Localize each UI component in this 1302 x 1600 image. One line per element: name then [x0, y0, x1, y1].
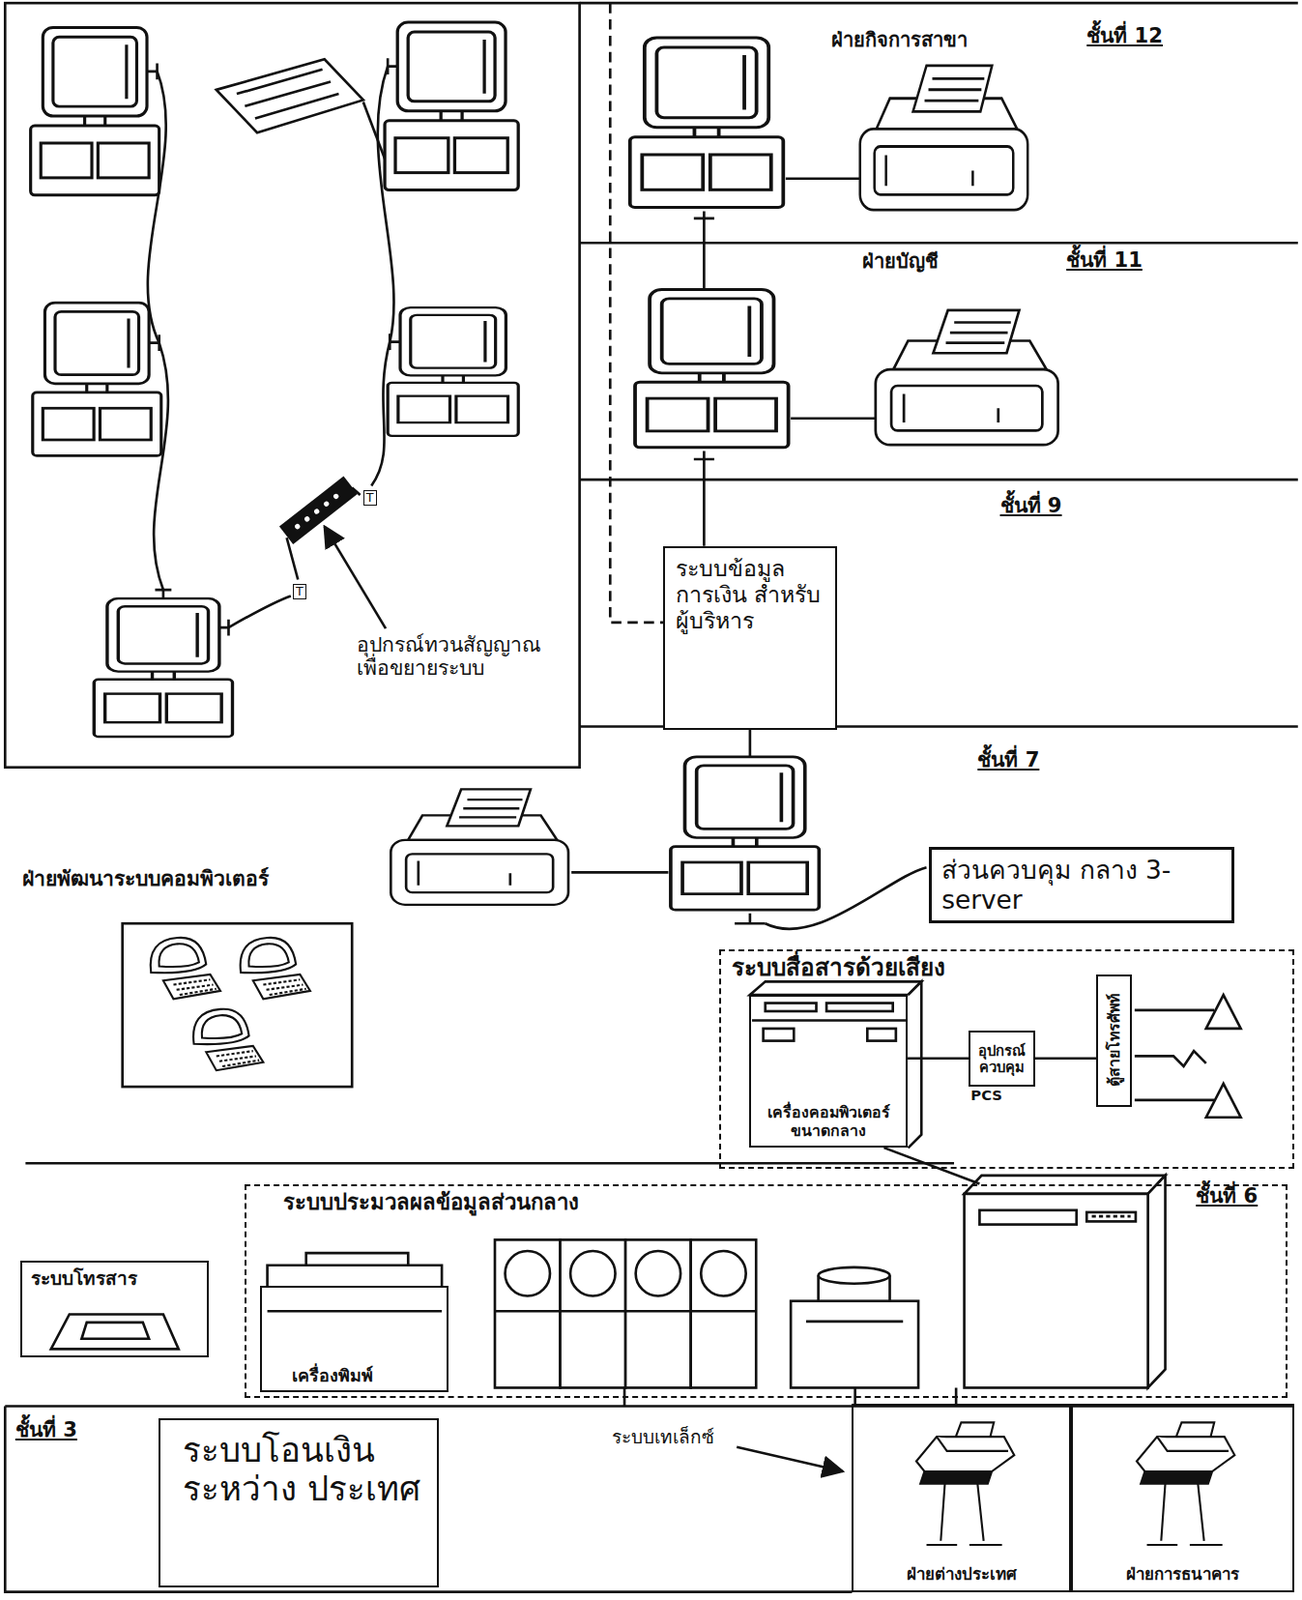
floor-links	[571, 178, 926, 929]
callout-label: อุปกรณ์ทวนสัญญาณ เพื่อขยายระบบ	[356, 633, 556, 681]
fax-machine	[51, 1313, 179, 1349]
pcs-controller-box: อุปกรณ์ ควบคุมPCS	[968, 1030, 1036, 1087]
floor-label: ชั้นที่ 11	[1066, 248, 1143, 272]
fax-box: ระบบโทรสาร	[20, 1260, 209, 1358]
node-text: ระบบโอนเงิน ระหว่าง ประเทศ	[182, 1430, 423, 1508]
transfer-system-box: ระบบโอนเงิน ระหว่าง ประเทศ	[158, 1417, 439, 1587]
department-label: ฝ่ายกิจการสาขา	[831, 28, 968, 52]
connector-line	[907, 1056, 969, 1060]
department-label: ฝ่ายพัฒนาระบบคอมพิวเตอร์	[22, 867, 269, 891]
node-text: ระบบสื่อสารด้วยเสียง	[731, 954, 1282, 982]
connector-line	[1035, 1056, 1097, 1060]
node-text: ฝ่ายต่างประเทศ	[858, 1564, 1067, 1584]
node-text: ระบบข้อมูล การเงิน สำหรับ ผู้บริหาร	[675, 555, 825, 634]
connector-line	[883, 1147, 980, 1184]
voice-system-region: ระบบสื่อสารด้วยเสียงเครื่องคอมพิวเตอร์ ข…	[719, 949, 1294, 1169]
repeater-detail	[293, 492, 340, 531]
department-box: ฝ่ายต่างประเทศ	[851, 1403, 1071, 1592]
floor-label: ชั้นที่ 7	[977, 748, 1040, 772]
server-box: ส่วนควบคุม กลาง 3-server	[928, 846, 1236, 924]
central-processing-region: ระบบประมวลผลข้อมูลส่วนกลางเครื่องพิมพ์	[244, 1184, 1288, 1399]
department-label: ฝ่ายบัญชี	[862, 250, 939, 273]
floor-label: ชั้นที่ 3	[15, 1417, 78, 1442]
node-text: ตู้สายโทรศัพท์	[1105, 993, 1124, 1087]
network-cable	[146, 57, 401, 636]
node-text: อุปกรณ์ ควบคุม	[974, 1041, 1031, 1075]
terminator-mark: T	[363, 490, 377, 507]
floor-label: ชั้นที่ 12	[1086, 24, 1163, 48]
floor-label: ชั้นที่ 9	[1000, 493, 1063, 518]
node-text: ฝ่ายการธนาคาร	[1077, 1564, 1289, 1584]
leader-arrow	[736, 1446, 843, 1472]
system-box: ระบบข้อมูล การเงิน สำหรับ ผู้บริหาร	[663, 546, 837, 730]
node-text: PCS	[970, 1086, 1003, 1103]
terminal-room	[122, 923, 353, 1087]
line-printer: เครื่องพิมพ์	[260, 1285, 449, 1393]
department-box: ฝ่ายการธนาคาร	[1070, 1403, 1294, 1592]
telephone-switch-box: ตู้สายโทรศัพท์	[1096, 974, 1132, 1107]
minicomputer-cabinet: เครื่องคอมพิวเตอร์ ขนาดกลาง	[749, 994, 908, 1148]
telephone-set	[1134, 994, 1242, 1118]
terminator-mark: T	[292, 583, 307, 601]
minicomputer-detail	[750, 981, 922, 1148]
floor-frame	[4, 2, 1298, 1592]
teleprinters	[916, 1421, 1235, 1545]
node-text: ระบบประมวลผลข้อมูลส่วนกลาง	[283, 1189, 1249, 1215]
node-text: เครื่องพิมพ์	[291, 1365, 440, 1387]
node-text: ส่วนควบคุม กลาง 3-server	[941, 855, 1222, 915]
node-text: ระบบโทรสาร	[30, 1268, 200, 1290]
workstations	[30, 22, 820, 910]
floor-label: ชั้นที่ 6	[1195, 1184, 1258, 1208]
node-text: เครื่องคอมพิวเตอร์ ขนาดกลาง	[755, 1103, 902, 1139]
repeater	[279, 476, 358, 545]
callout-label: ระบบเทเล็กซ์	[611, 1426, 715, 1448]
network-printer	[216, 58, 364, 133]
printers	[390, 65, 1058, 905]
